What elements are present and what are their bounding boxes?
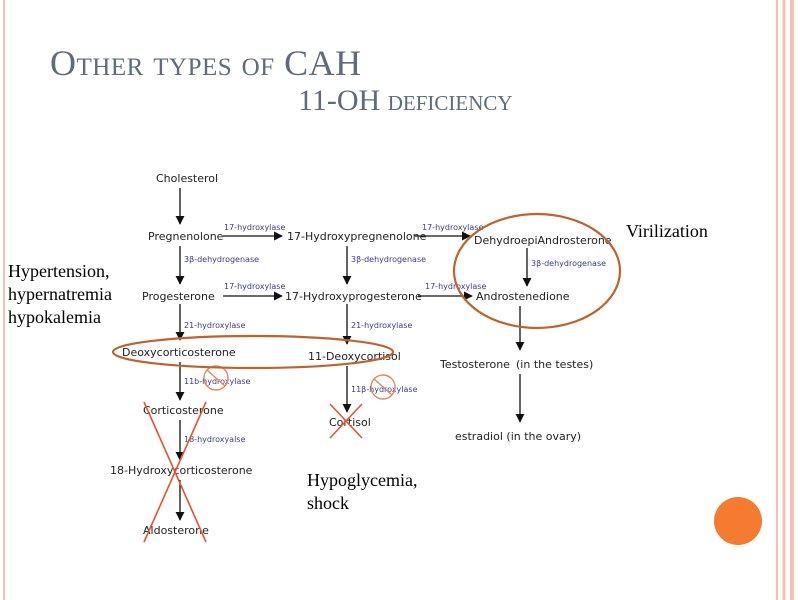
blocked-product-x-marks [143, 401, 363, 543]
enzyme-18-hydroxylase: 18-hydroxyalse [184, 435, 245, 444]
highlight-ellipses [111, 212, 622, 370]
ellipse-androgen-excess [452, 212, 622, 330]
node-hydroxypregnenolone: 17-Hydroxypregnenolone [287, 230, 427, 243]
block-icon-11b-1 [203, 365, 229, 391]
enzyme-17-hydroxylase-1: 17-hydroxylase [224, 223, 285, 232]
block-icon-11b-2 [370, 374, 396, 400]
node-aldosterone: Aldosterone [143, 524, 209, 537]
enzyme-11b-hydroxylase-1: 11b-hydroxylase [184, 377, 251, 386]
ellipse-mineralocorticoid-excess [111, 334, 395, 370]
node-pregnenolone: Pregnenolone [148, 230, 224, 243]
x-mark-cortisol-b [329, 403, 363, 439]
block-slash-11b-2 [373, 378, 393, 396]
enzyme-17-hydroxylase-3: 17-hydroxylase [224, 282, 285, 291]
annotation-hypernatremia: hypernatremia [8, 284, 112, 304]
node-dhea: DehydroepiAndrosterone [474, 234, 612, 247]
block-slash-11b-1 [206, 369, 226, 387]
vertical-arrows [175, 188, 532, 521]
decorative-orange-dot [714, 497, 762, 545]
annotation-hypokalemia: hypokalemia [8, 307, 101, 327]
horizontal-arrows [223, 231, 473, 301]
enzyme-3b-dehydrogenase-2: 3β-dehydrogenase [351, 255, 426, 264]
annotation-shock: shock [307, 493, 349, 513]
node-testosterone: Testosterone [439, 358, 510, 371]
clinical-annotations: Virilization Hypertension, hypernatremia… [8, 221, 708, 513]
node-corticosterone: Corticosterone [143, 404, 224, 417]
enzyme-17-hydroxylase-2: 17-hydroxylase [422, 223, 483, 232]
enzyme-21-hydroxylase-2: 21-hydroxylase [351, 321, 412, 330]
annotation-virilization: Virilization [626, 221, 708, 241]
annotation-hypertension: Hypertension, [8, 261, 109, 281]
node-hydroxyprogesterone: 17-Hydroxyprogesterone [285, 290, 422, 303]
slide-title: Other types of CAH [50, 43, 362, 83]
blocked-enzyme-symbols [203, 365, 396, 400]
enzyme-11b-hydroxylase-2: 11β-hydroxylase [351, 385, 418, 394]
x-mark-aldosterone-b [143, 401, 207, 543]
node-androstenedione: Androstenedione [476, 290, 570, 303]
node-cortisol: Cortisol [329, 416, 371, 429]
node-deoxycorticosterone: Deoxycorticosterone [122, 346, 236, 359]
enzyme-17-hydroxylase-4: 17-hydroxylase [425, 282, 486, 291]
enzyme-3b-dehydrogenase-3: 3β-dehydrogenase [531, 259, 606, 268]
node-hydroxycorticosterone: 18-Hydroxycorticosterone [110, 464, 253, 477]
enzyme-3b-dehydrogenase-1: 3β-dehydrogenase [184, 255, 259, 264]
node-estradiol: estradiol (in the ovary) [455, 430, 581, 443]
node-cholesterol: Cholesterol [156, 172, 218, 185]
annotation-hypoglycemia: Hypoglycemia, [307, 470, 417, 490]
slide-subtitle: 11-OH deficiency [298, 84, 513, 117]
node-progesterone: Progesterone [142, 290, 215, 303]
node-testosterone-note: (in the testes) [516, 358, 593, 371]
enzyme-labels: 17-hydroxylase 17-hydroxylase 17-hydroxy… [184, 223, 606, 444]
enzyme-21-hydroxylase-1: 21-hydroxylase [184, 321, 245, 330]
